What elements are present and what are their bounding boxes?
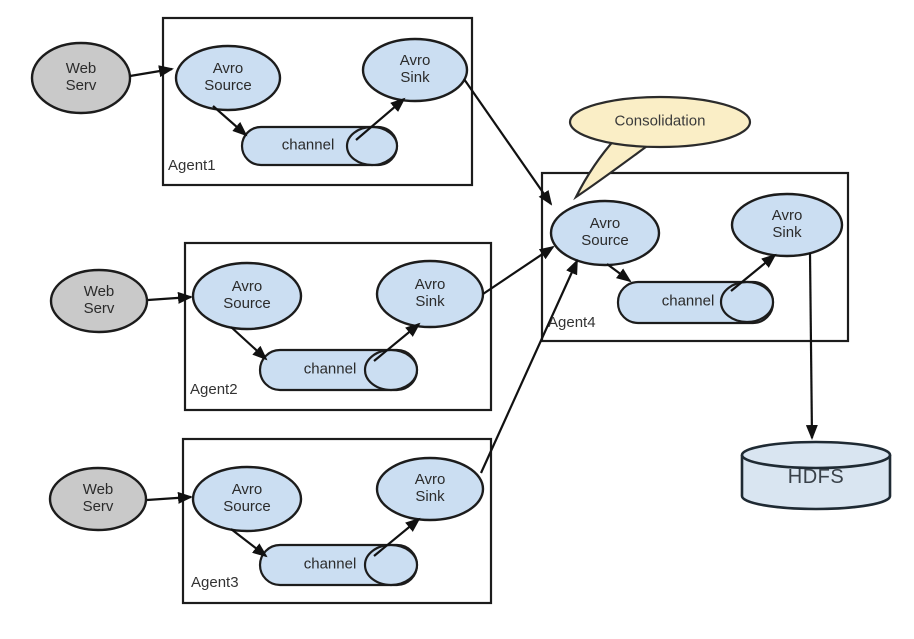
agent1-avro-sink-ellipse xyxy=(361,37,469,103)
arrow-source3-to-channel3 xyxy=(230,528,268,558)
arrow-web3-to-source3 xyxy=(146,491,193,504)
agent3-web-server-label: Web Serv xyxy=(82,481,114,515)
arrow-channel3-to-sink3 xyxy=(373,517,421,557)
agent4-channel-endpoint-ellipse xyxy=(719,280,775,324)
arrow-sink1-to-agent4-source xyxy=(463,78,553,206)
agent2-avro-source-label: Avro Source xyxy=(223,278,271,312)
agent2-avro-sink-label: Avro Sink xyxy=(414,276,446,310)
consolidation-callout-label: Consolidation xyxy=(614,112,706,130)
agent1-channel-label: channel xyxy=(281,136,335,154)
arrow-agent4-sink-to-hdfs xyxy=(805,252,818,440)
arrow-agent4-source-to-channel xyxy=(606,263,632,283)
agent3-avro-sink-ellipse xyxy=(375,456,485,522)
arrow-channel1-to-sink1 xyxy=(355,97,406,141)
hdfs-cylinder-top xyxy=(740,440,892,470)
agent1-box xyxy=(161,16,474,187)
arrow-channel2-to-sink2 xyxy=(373,322,421,362)
agent3-avro-source-label: Avro Source xyxy=(223,481,271,515)
agent3-avro-source-ellipse xyxy=(191,465,303,533)
arrow-web1-to-source1 xyxy=(129,65,174,78)
agent4-avro-source-label: Avro Source xyxy=(581,215,629,249)
consolidation-callout-tail xyxy=(573,136,658,201)
agent1-channel-endpoint-ellipse xyxy=(345,125,399,167)
agent3-web-server-ellipse xyxy=(48,466,148,532)
agent2-web-server-ellipse xyxy=(49,268,149,334)
agent1-avro-source-label: Avro Source xyxy=(204,60,252,94)
agent4-avro-source-ellipse xyxy=(549,199,661,267)
agent4-avro-sink-label: Avro Sink xyxy=(771,207,803,241)
agent1-avro-source-ellipse xyxy=(174,44,282,112)
agent2-box xyxy=(183,241,493,412)
agent3-avro-sink-label: Avro Sink xyxy=(414,471,446,505)
agent3-channel-label: channel xyxy=(303,555,357,573)
arrow-source2-to-channel2 xyxy=(230,326,268,361)
hdfs-cylinder-body xyxy=(740,455,892,511)
agent3-box xyxy=(181,437,493,605)
arrow-source1-to-channel1 xyxy=(212,105,248,137)
arrow-sink3-to-agent4-source xyxy=(479,259,579,474)
agent1-web-server-ellipse xyxy=(30,41,132,115)
agent2-channel-label: channel xyxy=(303,360,357,378)
agent2-channel-endpoint-ellipse xyxy=(363,348,419,392)
agent4-avro-sink-ellipse xyxy=(730,192,844,258)
arrow-sink2-to-agent4-source xyxy=(482,245,555,295)
agent1-avro-sink-label: Avro Sink xyxy=(399,52,431,86)
agent4-name: Agent4 xyxy=(548,314,596,331)
arrow-agent4-channel-to-sink xyxy=(730,253,777,292)
arrow-web2-to-source2 xyxy=(147,291,193,304)
agent2-web-server-label: Web Serv xyxy=(83,283,115,317)
consolidation-callout-bubble xyxy=(568,95,752,149)
agent1-web-server-label: Web Serv xyxy=(65,60,97,94)
agent4-channel-label: channel xyxy=(661,292,715,310)
hdfs-label: HDFS xyxy=(787,465,845,488)
agent1-name: Agent1 xyxy=(168,157,216,174)
agent3-name: Agent3 xyxy=(191,574,239,591)
agent2-name: Agent2 xyxy=(190,381,238,398)
agent3-channel-endpoint-ellipse xyxy=(363,543,419,587)
agent2-avro-source-ellipse xyxy=(191,261,303,331)
